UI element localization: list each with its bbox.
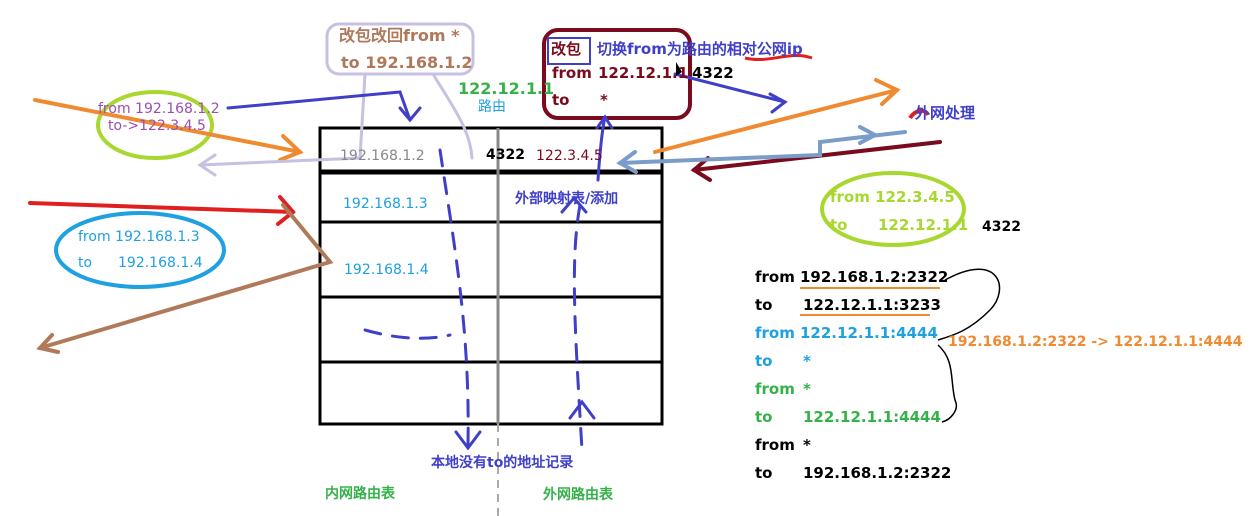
right-list-5-key: to — [755, 408, 773, 426]
outside-processing-label: 外网处理 — [915, 104, 976, 122]
red-squiggle — [908, 108, 930, 120]
no-record-note: 本地没有to的地址记录 — [431, 455, 574, 471]
cursor-mark — [676, 62, 682, 76]
right-list-0-value: 192.168.1.2:2322 — [800, 268, 949, 286]
packet-out-to: to->122.3.4.5 — [108, 118, 206, 134]
table-row-2-wan-note: 外部映射表/添加 — [515, 191, 619, 207]
right-list-3-key: to — [755, 352, 773, 370]
note-modify-back-box — [325, 22, 475, 76]
packet-local-from: from 192.168.1.3 — [78, 229, 200, 245]
modify-tag-box — [547, 37, 591, 65]
packet-return-to-ip: 122.12.1.1 — [878, 216, 969, 234]
note-modify-from-ip: 122.12.1.1 — [598, 64, 689, 82]
router-label: 路由 — [478, 99, 506, 115]
table-row-3-lan-ip: 192.168.1.4 — [344, 262, 429, 278]
orange-arrow-out — [653, 78, 901, 154]
right-list-2-value: 122.12.1.1:4444 — [800, 324, 938, 342]
note-modify-box — [542, 28, 692, 120]
right-list-6-value: * — [803, 436, 811, 454]
right-list-4-value: * — [803, 380, 811, 398]
packet-out-ellipse — [96, 90, 214, 160]
note-modify-back-line2: to 192.168.1.2 — [341, 53, 473, 72]
note-modify-to-value: * — [600, 91, 608, 109]
note-modify-tag: 改包 — [551, 40, 582, 58]
right-list-2-key: from — [755, 324, 795, 342]
right-list-0-key: from — [755, 268, 795, 286]
note-modify-from-label: from — [552, 64, 592, 82]
mapping-note: 192.168.1.2:2322 -> 122.12.1.1:4444 — [948, 334, 1243, 350]
table-wan-title: 外网路由表 — [543, 487, 613, 503]
packet-local-to: to — [78, 255, 93, 271]
steel-arrow — [616, 125, 907, 174]
blue-arrow-to-note — [226, 72, 788, 182]
right-list-1-key: to — [755, 296, 773, 314]
bracket-curve — [937, 268, 1001, 341]
right-list-5-value: 122.12.1.1:4444 — [803, 408, 941, 426]
packet-out-from: from 192.168.1.2 — [98, 101, 220, 117]
right-list-4-key: from — [755, 380, 795, 398]
bracket-curve-2 — [937, 344, 957, 423]
lavender-arrow — [197, 72, 474, 177]
note-modify-port: 4322 — [692, 64, 734, 82]
brown-arrow — [36, 203, 334, 354]
blue-dashed-heads — [454, 195, 596, 451]
right-list-3-value: * — [803, 352, 811, 370]
packet-return-port: 4322 — [982, 219, 1021, 235]
packet-local-ellipse — [54, 211, 226, 289]
right-list-1-value: 122.12.1.1:3233 — [803, 296, 941, 314]
routing-table-frame — [318, 126, 664, 516]
table-row-1-wan-ip: 122.3.4.5 — [536, 148, 603, 164]
packet-return-to: to — [830, 216, 848, 234]
right-list-6-key: from — [755, 436, 795, 454]
note-modify-desc: 切换from为路由的相对公网ip — [597, 40, 803, 58]
note-modify-back-line1: 改包改回from * — [339, 26, 460, 45]
right-list-7-key: to — [755, 464, 773, 482]
note-modify-to-label: to — [552, 91, 570, 109]
red-arrow — [28, 195, 296, 226]
table-row-1-lan-ip: 192.168.1.2 — [340, 148, 425, 164]
table-row-2-lan-ip: 192.168.1.3 — [343, 196, 428, 212]
right-list-7-value: 192.168.1.2:2322 — [803, 464, 952, 482]
orange-arrow-in — [33, 98, 304, 162]
packet-local-to-ip: 192.168.1.4 — [118, 255, 203, 271]
table-row-1-port: 4322 — [486, 147, 525, 163]
table-lan-title: 内网路由表 — [325, 486, 395, 502]
router-ip: 122.12.1.1 — [458, 79, 555, 98]
packet-return-ellipse — [820, 171, 966, 247]
packet-return-from: from 122.3.4.5 — [830, 188, 955, 206]
red-underline — [744, 53, 813, 61]
